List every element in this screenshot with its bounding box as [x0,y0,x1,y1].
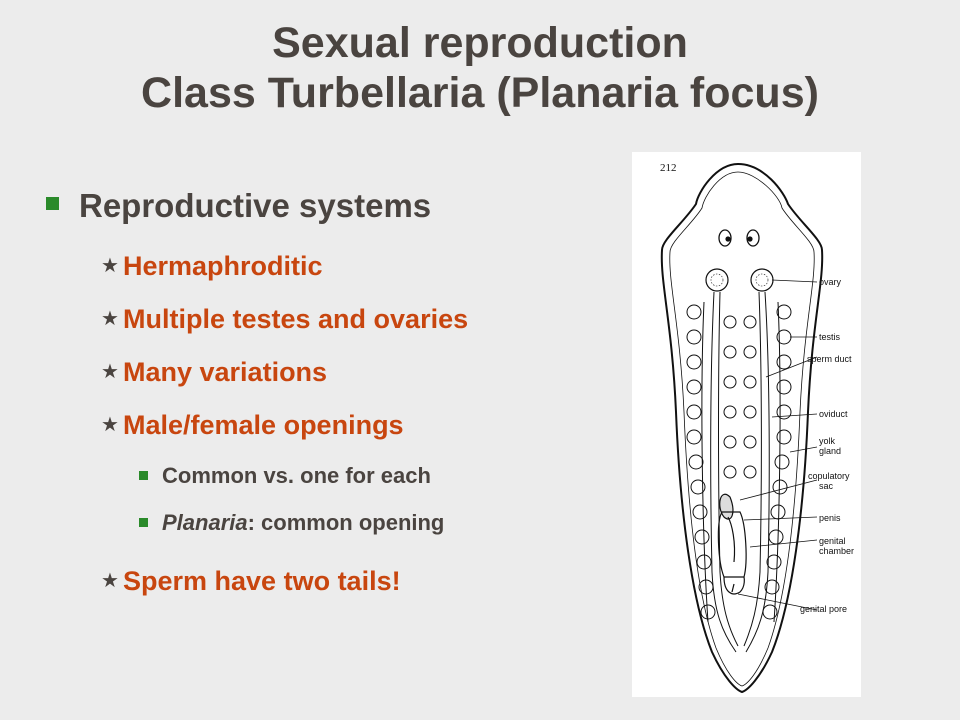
sub-bullet-text: Multiple testes and ovaries [123,304,469,334]
sub-sub-bullet-rest: : common opening [247,510,445,535]
label-ovary: ovary [819,277,842,287]
label-copulatory: copulatory [808,471,850,481]
star-bullet-icon: ★ [101,308,119,330]
square-bullet-icon [139,471,148,480]
body-outline [660,162,824,694]
square-bullet-icon [139,518,148,527]
ducts [701,291,781,653]
label-genital-pore: genital pore [800,604,847,614]
label-yolk: yolk [819,436,836,446]
label-sperm-duct: sperm duct [807,354,852,364]
italic-genus-name: Planaria [162,510,248,535]
label-sac: sac [819,481,834,491]
title-line-1: Sexual reproduction [272,19,688,67]
pointer-lines [737,279,818,611]
sub-bullet-text: Sperm have two tails! [123,566,401,596]
label-oviduct: oviduct [819,409,848,419]
sub-sub-bullet-text: Planaria: common opening [162,509,444,537]
sub-bullet-text: Hermaphroditic [123,251,323,281]
square-bullet-icon [46,197,59,210]
label-chamber: chamber [819,546,854,556]
testes-left [686,304,737,620]
ovaries [705,268,774,292]
star-bullet-icon: ★ [101,255,119,277]
sub-bullet-text: Many variations [123,357,328,387]
eye-spots [718,229,760,247]
label-penis: penis [819,513,841,523]
star-bullet-icon: ★ [101,570,119,592]
copulatory-apparatus [717,493,747,595]
testes-right [743,304,792,620]
planaria-drawing: 212 [660,162,854,694]
label-gland: gland [819,446,841,456]
sub-bullet-text: Male/female openings [123,410,404,440]
star-bullet-icon: ★ [101,361,119,383]
label-genital: genital [819,536,846,546]
sub-sub-bullet-text: Common vs. one for each [162,463,431,488]
main-bullet-text: Reproductive systems [79,187,432,224]
star-bullet-icon: ★ [101,414,119,436]
planaria-diagram: 212 [632,152,861,697]
page-number: 212 [660,162,677,174]
slide-title: Sexual reproduction Class Turbellaria (P… [0,18,960,118]
title-line-2: Class Turbellaria (Planaria focus) [141,69,819,117]
diagram-labels: ovary testis sperm duct oviduct yolk gla… [800,277,854,614]
label-testis: testis [819,332,841,342]
